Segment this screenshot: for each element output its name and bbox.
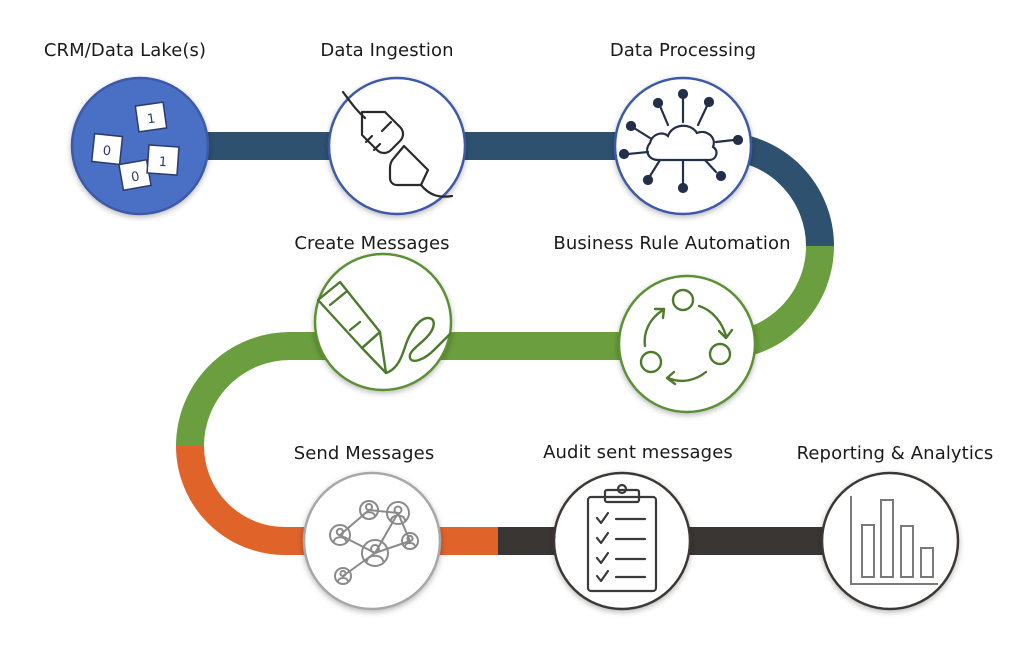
data-tile-digit: 0: [130, 169, 141, 185]
path-segment-orange: [176, 445, 498, 555]
business-rule-circle: [617, 274, 757, 414]
step-label-create-messages: Create Messages: [294, 233, 450, 254]
data-ingestion-circle: [327, 76, 467, 216]
step-reporting-analytics: [820, 471, 960, 611]
data-tile-digit: 1: [146, 111, 156, 127]
data-tile-digit: 1: [158, 155, 167, 171]
step-label-send-messages: Send Messages: [293, 443, 435, 464]
step-crm-data-lake: 1 0 0 1: [70, 76, 210, 216]
network-people-icon: [329, 500, 419, 585]
pen-icon: [316, 280, 452, 375]
step-audit-sent-messages: [552, 471, 692, 611]
step-data-ingestion: [327, 76, 467, 216]
bar-chart-icon: [850, 496, 938, 585]
step-label-data-ingestion: Data Ingestion: [320, 40, 454, 61]
step-label-data-processing: Data Processing: [609, 40, 757, 61]
step-label-crm-data-lake: CRM/Data Lake(s): [43, 40, 207, 61]
data-tile-digit: 0: [102, 144, 112, 160]
data-lake-circle: [70, 76, 210, 216]
clipboard-checklist-icon: [586, 483, 658, 593]
step-create-messages: [313, 252, 453, 392]
path-segment-green: [176, 245, 834, 447]
plug-icon: [341, 90, 454, 198]
step-send-messages: [302, 471, 442, 611]
step-label-audit-sent-messages: Audit sent messages: [543, 442, 733, 463]
step-data-processing: [613, 76, 753, 216]
step-label-business-rule-automation: Business Rule Automation: [553, 233, 791, 254]
step-business-rule-automation: [617, 274, 757, 414]
flow-path: [140, 132, 890, 555]
reporting-circle: [820, 471, 960, 611]
create-messages-circle: [313, 252, 453, 392]
cycle-icon: [639, 288, 734, 386]
cloud-network-icon: [618, 88, 744, 194]
data-lake-icon: 1 0 0 1: [90, 101, 180, 192]
step-label-reporting-analytics: Reporting & Analytics: [796, 443, 994, 464]
